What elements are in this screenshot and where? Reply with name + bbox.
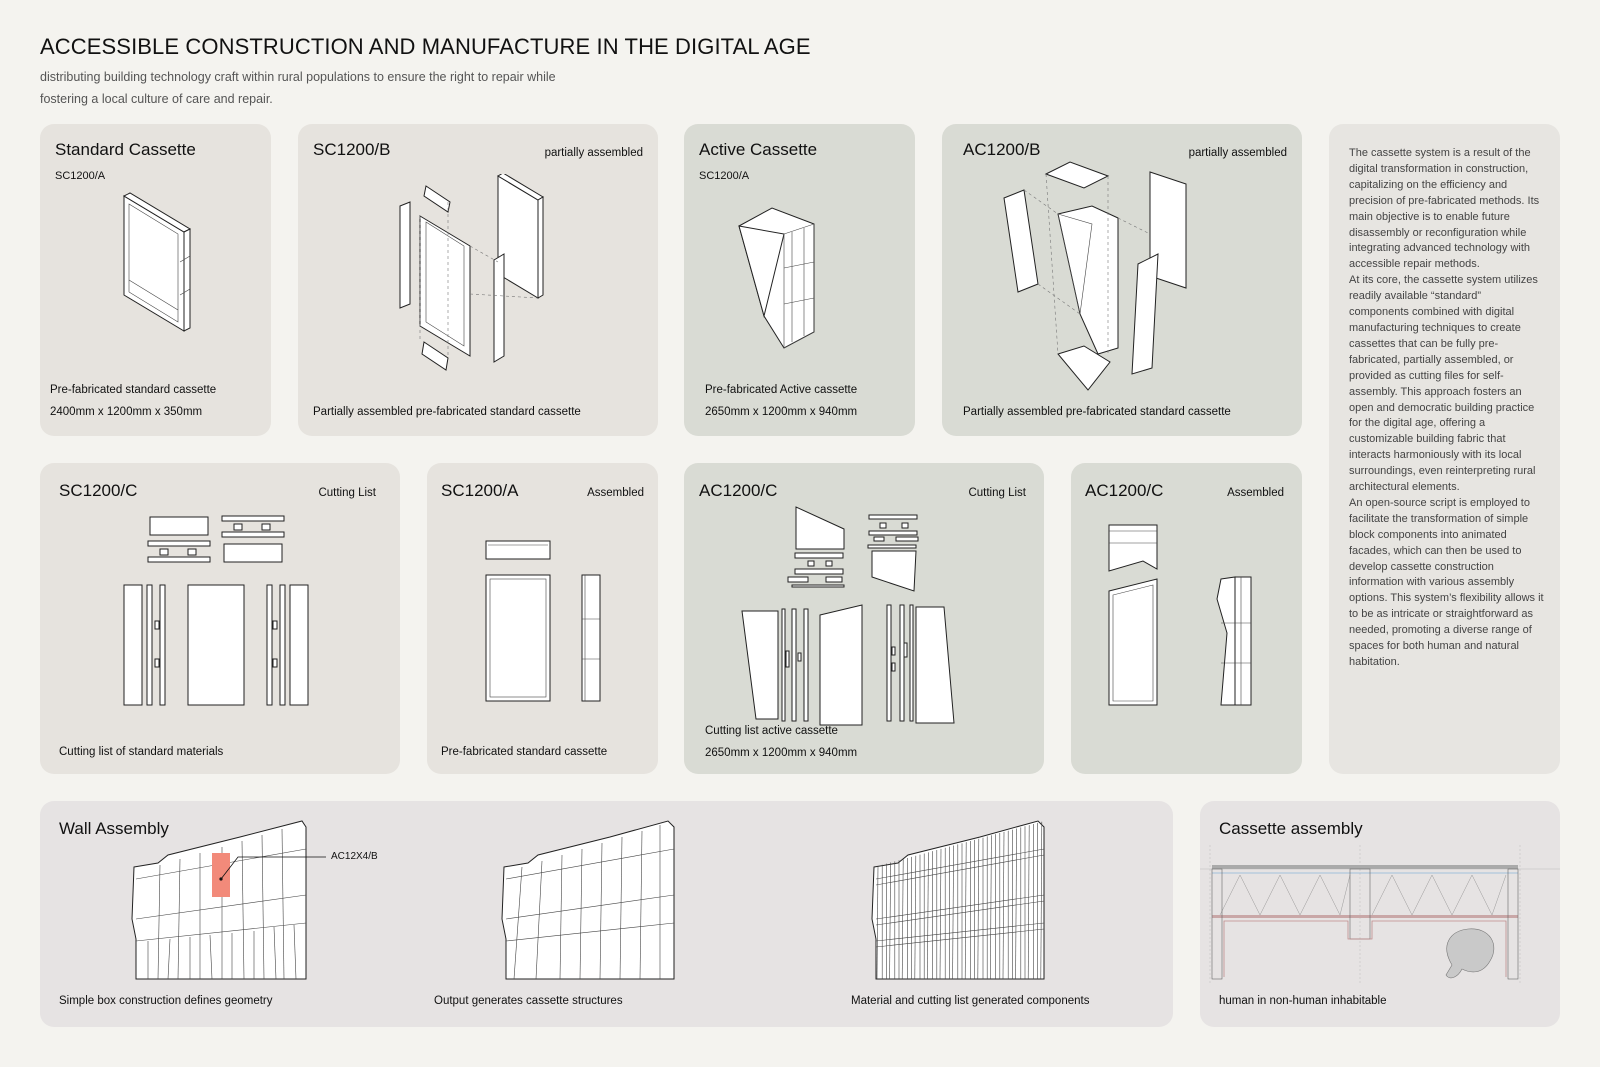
highlighted-cassette <box>212 853 230 897</box>
card-cassette-assembly: Cassette assembly human in non-human inh… <box>1200 801 1560 1027</box>
card-tag: Cutting List <box>318 487 376 499</box>
card-tag: Cutting List <box>968 487 1026 499</box>
ac1200c-cutting-list <box>741 506 955 726</box>
card-ac1200b: AC1200/B partially assembled Partially a… <box>942 124 1302 436</box>
ac1200b-exploded-isometric <box>1003 161 1187 391</box>
wall-caption-3: Material and cutting list generated comp… <box>851 995 1090 1007</box>
sc1200b-exploded-isometric <box>399 174 544 371</box>
card-dimensions: 2650mm x 1200mm x 940mm <box>705 747 858 759</box>
card-code: SC1200/A <box>699 170 750 182</box>
card-standard-cassette: Standard Cassette SC1200/A Pre-fabricate… <box>40 124 271 436</box>
card-dimensions: 2400mm x 1200mm x 350mm <box>50 406 203 418</box>
card-sc1200b: SC1200/B partially assembled Partially a… <box>298 124 658 436</box>
sc1200c-cutting-list <box>123 515 309 706</box>
card-ac1200c-assembled: AC1200/C Assembled <box>1071 463 1302 774</box>
wall-box-geometry <box>131 820 326 980</box>
cassette-callout-label: AC12X4/B <box>331 851 378 862</box>
sc1200a-assembled-elevations <box>485 540 601 702</box>
card-caption: Pre-fabricated standard cassette <box>50 384 217 396</box>
essay-paragraph: The cassette system is a result of the d… <box>1349 147 1540 271</box>
ac1200c-assembled-elevations <box>1108 524 1252 706</box>
card-title: Cassette assembly <box>1219 819 1363 838</box>
wall-caption-2: Output generates cassette structures <box>434 995 623 1007</box>
card-title: AC1200/C <box>1085 481 1164 500</box>
essay-paragraph: An open-source script is employed to fac… <box>1349 496 1544 668</box>
card-sc1200c: SC1200/C Cutting List Cutting list of st… <box>40 463 400 774</box>
page-title: ACCESSIBLE CONSTRUCTION AND MANUFACTURE … <box>40 34 811 59</box>
card-title: SC1200/A <box>441 481 519 500</box>
card-tag: partially assembled <box>544 147 643 159</box>
wall-caption-1: Simple box construction defines geometry <box>59 995 273 1007</box>
card-title: Standard Cassette <box>55 140 196 159</box>
card-caption: Partially assembled pre-fabricated stand… <box>963 406 1231 418</box>
wall-generated-components <box>871 820 1045 980</box>
card-title: AC1200/B <box>963 140 1041 159</box>
card-title: Active Cassette <box>699 140 818 159</box>
card-sc1200a: SC1200/A Assembled Pre-fabricated standa… <box>427 463 658 774</box>
card-caption: Pre-fabricated Active cassette <box>705 384 858 396</box>
essay-paragraph: At its core, the cassette system utilize… <box>1349 274 1538 494</box>
card-caption: human in non-human inhabitable <box>1219 995 1387 1007</box>
card-tag: Assembled <box>1227 487 1284 499</box>
card-wall-assembly: Wall Assembly AC12X4/B <box>40 801 1173 1027</box>
essay-text: The cassette system is a result of the d… <box>1349 146 1544 671</box>
card-caption: Partially assembled pre-fabricated stand… <box>313 406 581 418</box>
card-caption: Cutting list active cassette <box>705 725 838 737</box>
standard-cassette-isometric <box>122 192 192 332</box>
card-title: SC1200/B <box>313 140 391 159</box>
card-active-cassette: Active Cassette SC1200/A Pre-fabricated … <box>684 124 915 436</box>
card-ac1200c-cutting: AC1200/C Cutting List Cutting list activ <box>684 463 1044 774</box>
card-tag: Assembled <box>587 487 644 499</box>
card-caption: Pre-fabricated standard cassette <box>441 746 608 758</box>
card-title: AC1200/C <box>699 481 778 500</box>
active-cassette-isometric <box>738 207 815 349</box>
page-subtitle: distributing building technology craft w… <box>40 70 556 106</box>
card-title: Wall Assembly <box>59 819 169 838</box>
card-caption: Cutting list of standard materials <box>59 746 224 758</box>
cassette-assembly-section <box>1200 845 1560 985</box>
card-tag: partially assembled <box>1188 147 1287 159</box>
wall-cassette-structures <box>501 820 675 980</box>
essay-panel: The cassette system is a result of the d… <box>1329 124 1560 774</box>
card-code: SC1200/A <box>55 170 106 182</box>
card-dimensions: 2650mm x 1200mm x 940mm <box>705 406 858 418</box>
card-title: SC1200/C <box>59 481 138 500</box>
